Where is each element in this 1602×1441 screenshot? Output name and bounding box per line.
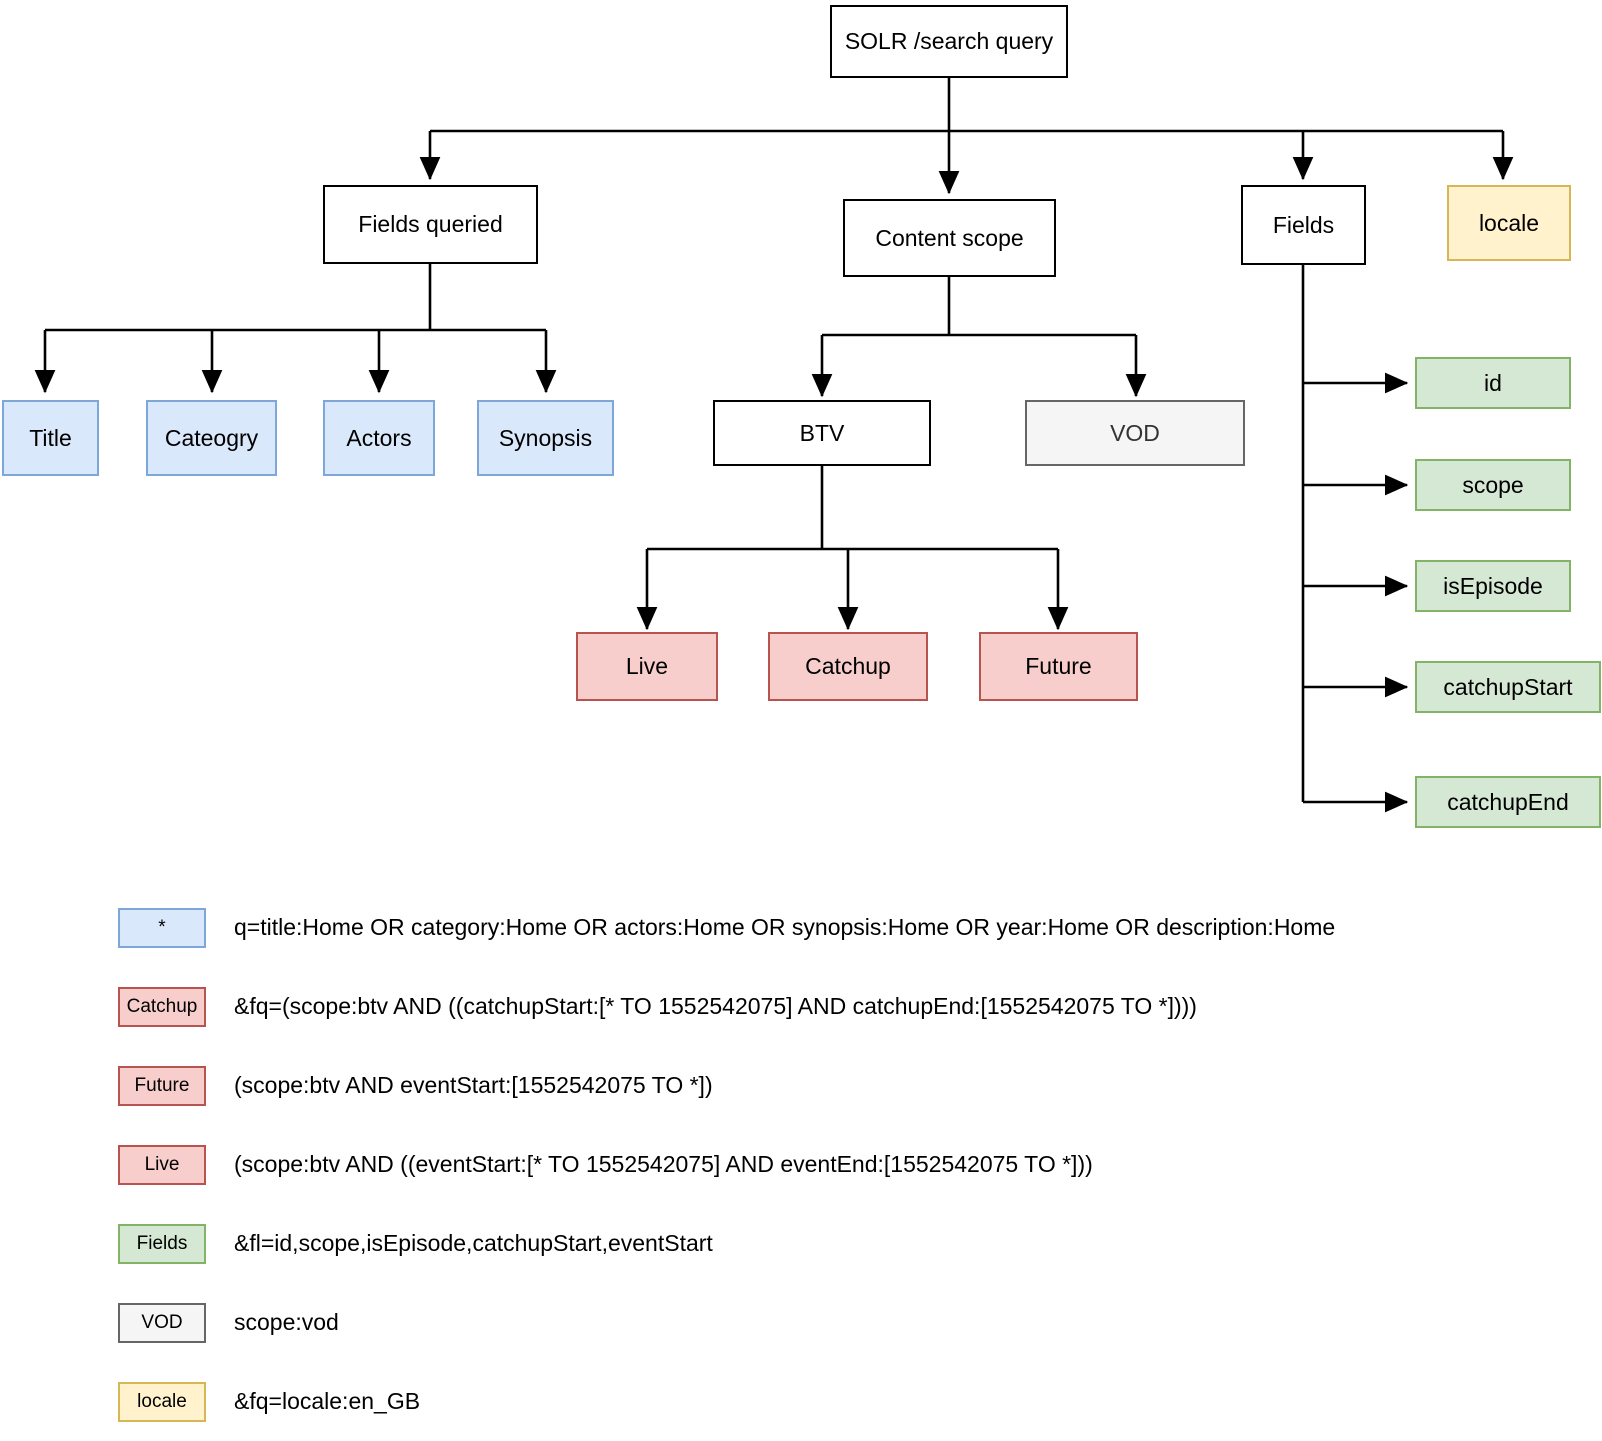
node-label: Title <box>29 424 72 451</box>
node-synopsis[interactable]: Synopsis <box>477 400 614 476</box>
node-btv[interactable]: BTV <box>713 400 931 466</box>
node-future[interactable]: Future <box>979 632 1138 701</box>
legend-chip-wildcard[interactable]: * <box>118 907 206 948</box>
legend-chip-label: Catchup <box>126 995 198 1017</box>
legend-row-catchup: Catchup &fq=(scope:btv AND ((catchupStar… <box>118 967 1538 1046</box>
legend-chip-catchup[interactable]: Catchup <box>118 986 206 1027</box>
node-actors[interactable]: Actors <box>323 400 435 476</box>
node-live[interactable]: Live <box>576 632 718 701</box>
legend-chip-vod[interactable]: VOD <box>118 1302 206 1343</box>
legend-row-wildcard: * q=title:Home OR category:Home OR actor… <box>118 888 1538 967</box>
legend-text-wildcard: q=title:Home OR category:Home OR actors:… <box>234 914 1336 940</box>
node-label: Cateogry <box>164 424 259 451</box>
node-label: Future <box>1025 653 1092 680</box>
legend-chip-future[interactable]: Future <box>118 1065 206 1106</box>
legend-row-fields: Fields &fl=id,scope,isEpisode,catchupSta… <box>118 1204 1538 1283</box>
node-locale[interactable]: locale <box>1447 185 1571 261</box>
node-label: BTV <box>799 419 845 446</box>
node-id[interactable]: id <box>1415 357 1571 409</box>
node-label: Fields <box>1272 211 1335 238</box>
legend-chip-label: * <box>158 916 166 938</box>
node-label: locale <box>1478 209 1540 236</box>
node-label: isEpisode <box>1443 572 1543 599</box>
node-label: VOD <box>1110 419 1160 446</box>
node-catchupstart[interactable]: catchupStart <box>1415 661 1601 713</box>
node-label: Synopsis <box>498 424 593 451</box>
node-isepisode[interactable]: isEpisode <box>1415 560 1571 612</box>
legend-chip-locale[interactable]: locale <box>118 1381 206 1422</box>
legend: * q=title:Home OR category:Home OR actor… <box>118 888 1538 1441</box>
node-label: Live <box>625 653 669 680</box>
node-label: Content scope <box>875 224 1024 251</box>
legend-text-vod: scope:vod <box>234 1309 339 1335</box>
node-label: id <box>1484 369 1502 396</box>
legend-chip-fields[interactable]: Fields <box>118 1223 206 1264</box>
legend-chip-label: Future <box>134 1074 190 1096</box>
node-content-scope[interactable]: Content scope <box>843 199 1056 277</box>
node-label: Actors <box>346 424 412 451</box>
node-fields[interactable]: Fields <box>1241 185 1366 265</box>
node-cateogry[interactable]: Cateogry <box>146 400 277 476</box>
legend-chip-label: Fields <box>136 1232 188 1254</box>
legend-row-future: Future (scope:btv AND eventStart:[155254… <box>118 1046 1538 1125</box>
legend-text-catchup: &fq=(scope:btv AND ((catchupStart:[* TO … <box>234 993 1197 1019</box>
legend-chip-live[interactable]: Live <box>118 1144 206 1185</box>
legend-row-live: Live (scope:btv AND ((eventStart:[* TO 1… <box>118 1125 1538 1204</box>
node-label: Fields queried <box>358 211 503 238</box>
legend-chip-label: locale <box>137 1390 187 1412</box>
node-label: catchupStart <box>1443 673 1573 700</box>
node-scope[interactable]: scope <box>1415 459 1571 511</box>
legend-row-vod: VOD scope:vod <box>118 1283 1538 1362</box>
node-label: SOLR /search query <box>844 28 1054 55</box>
node-vod[interactable]: VOD <box>1025 400 1245 466</box>
legend-text-future: (scope:btv AND eventStart:[1552542075 TO… <box>234 1072 713 1098</box>
node-label: catchupEnd <box>1447 788 1569 815</box>
legend-text-fields: &fl=id,scope,isEpisode,catchupStart,even… <box>234 1230 713 1256</box>
node-label: scope <box>1462 471 1524 498</box>
legend-chip-label: VOD <box>141 1311 183 1333</box>
legend-chip-label: Live <box>144 1153 180 1175</box>
node-catchupend[interactable]: catchupEnd <box>1415 776 1601 828</box>
node-solr-search-query[interactable]: SOLR /search query <box>830 5 1068 78</box>
node-catchup[interactable]: Catchup <box>768 632 928 701</box>
node-fields-queried[interactable]: Fields queried <box>323 185 538 264</box>
legend-text-live: (scope:btv AND ((eventStart:[* TO 155254… <box>234 1151 1093 1177</box>
node-label: Catchup <box>805 653 891 680</box>
legend-text-locale: &fq=locale:en_GB <box>234 1388 421 1414</box>
legend-row-locale: locale &fq=locale:en_GB <box>118 1362 1538 1441</box>
node-title[interactable]: Title <box>2 400 99 476</box>
